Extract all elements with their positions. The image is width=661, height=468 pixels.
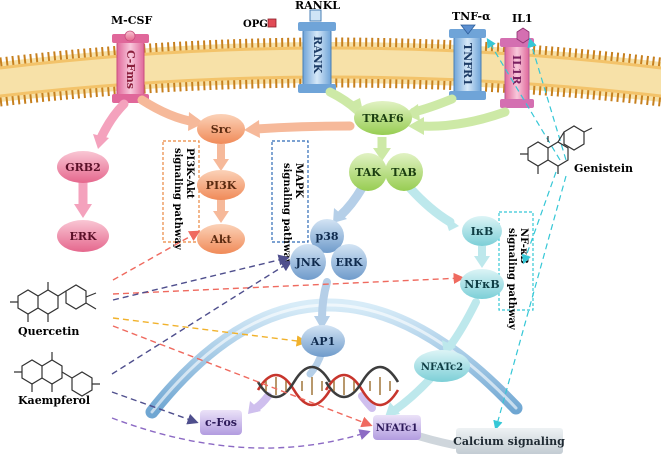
kaempferol-structure-icon — [14, 352, 100, 397]
receptor-label-tnfr1: TNFR1 — [461, 43, 474, 86]
pathway-flow-arrows — [74, 87, 510, 449]
node-tab: TAB — [385, 153, 423, 191]
node-nfatc1: NFATc1 — [373, 415, 421, 440]
ligand-label-tnfa: TNF-α — [452, 10, 491, 23]
node-ap1: AP1 — [301, 325, 345, 357]
node-p38: p38 — [310, 219, 344, 253]
svg-text:NFκB: NFκB — [464, 278, 499, 291]
node-erk-mapk: ERK — [331, 244, 367, 280]
svg-text:NFATc1: NFATc1 — [376, 423, 418, 434]
pi3k-akt-pathway-box — [162, 140, 200, 243]
dna-helix-right — [324, 365, 400, 407]
ligand-label-il1: IL1 — [512, 12, 533, 25]
genistein-label: Genistein — [574, 162, 633, 175]
svg-text:IκB: IκB — [471, 225, 494, 238]
svg-text:ERK: ERK — [69, 230, 97, 243]
pi3k-akt-pathway-label: PI3K-Akt signaling pathway — [172, 148, 195, 251]
svg-text:AP1: AP1 — [310, 335, 335, 348]
svg-text:JNK: JNK — [295, 256, 321, 269]
svg-text:NFATc2: NFATc2 — [421, 362, 463, 373]
ligand-label-rankl: RANKL — [295, 0, 340, 12]
receptor-label-il1r: IL1R — [510, 55, 523, 86]
node-cfos: c-Fos — [200, 410, 242, 435]
node-src: Src — [197, 114, 245, 144]
svg-text:Calcium signaling: Calcium signaling — [453, 435, 565, 448]
node-calcium-signaling: Calcium signaling — [453, 428, 565, 454]
mcsf-ligand-icon — [124, 30, 136, 42]
svg-text:PI3K: PI3K — [206, 179, 237, 192]
receptor-label-cfms: C-Fms — [124, 50, 137, 89]
svg-text:ERK: ERK — [335, 256, 363, 269]
node-erk-left: ERK — [57, 220, 109, 252]
node-jnk: JNK — [290, 244, 326, 280]
opg-icon — [267, 18, 277, 28]
quercetin-structure-icon — [10, 282, 97, 322]
ligand-label-mcsf: M-CSF — [111, 14, 152, 27]
genistein-structure-icon — [520, 125, 593, 174]
node-grb2: GRB2 — [57, 151, 109, 183]
node-nfkb: NFκB — [460, 269, 504, 299]
node-traf6: TRAF6 — [354, 101, 412, 135]
mapk-pathway-box — [271, 140, 309, 243]
kaempferol-label: Kaempferol — [18, 394, 90, 407]
svg-text:Src: Src — [211, 123, 232, 136]
receptor-rank — [298, 22, 336, 93]
svg-text:c-Fos: c-Fos — [205, 416, 237, 429]
rankl-ligand-icon — [309, 9, 322, 22]
node-akt: Akt — [197, 224, 245, 254]
node-nfatc2: NFATc2 — [414, 350, 470, 382]
node-ikb: IκB — [462, 216, 502, 246]
mapk-pathway-label: MAPK signaling pathway — [281, 163, 304, 266]
ligand-label-opg: OPG — [243, 19, 268, 30]
nfkb-pathway-label: NF-κB signaling pathway — [506, 228, 529, 331]
tnfa-ligand-icon — [460, 24, 476, 35]
node-pi3k: PI3K — [197, 170, 245, 200]
svg-text:TAK: TAK — [355, 166, 381, 179]
svg-text:GRB2: GRB2 — [65, 161, 101, 174]
node-tak: TAK — [349, 153, 387, 191]
receptor-label-rank: RANK — [311, 36, 324, 74]
svg-text:TAB: TAB — [391, 166, 416, 179]
receptor-tnfr1 — [449, 29, 486, 100]
dna-helix-left — [256, 365, 332, 407]
nfkb-pathway-box — [498, 211, 534, 311]
svg-text:TRAF6: TRAF6 — [362, 112, 404, 125]
svg-text:Akt: Akt — [209, 233, 232, 246]
receptor-il1r — [500, 38, 534, 108]
quercetin-label: Quercetin — [18, 325, 79, 338]
svg-text:p38: p38 — [316, 230, 339, 243]
